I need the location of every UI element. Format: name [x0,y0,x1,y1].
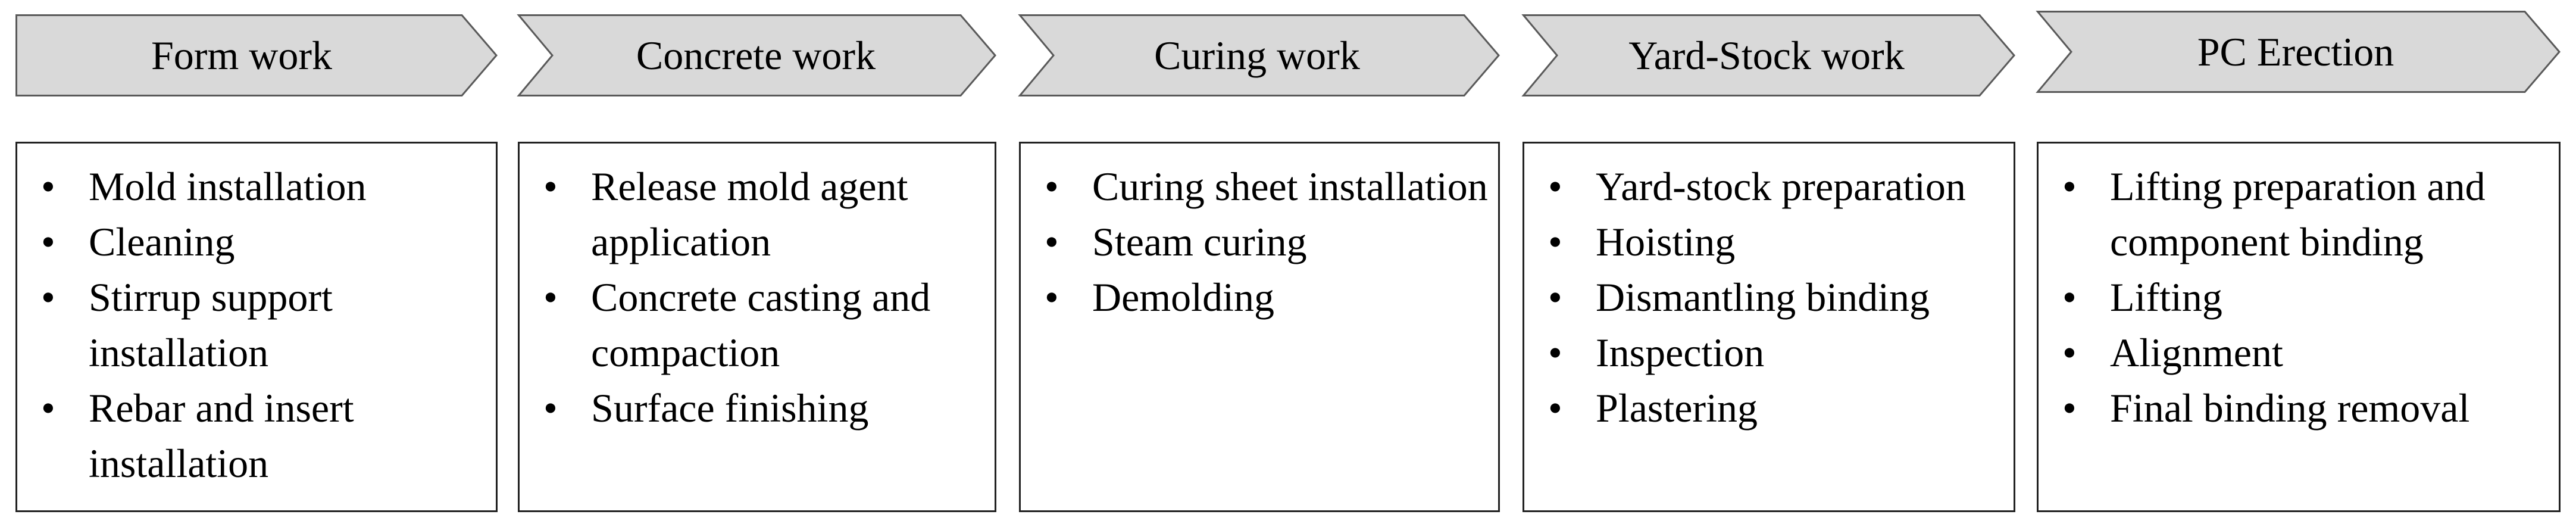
list-item: •Plastering [1524,381,2014,436]
bullet-icon: • [1548,164,1562,209]
task-list: •Mold installation •Cleaning •Stirrup su… [17,144,496,491]
stage-task-box: •Curing sheet installation •Steam curing… [1019,142,1500,512]
task-list: •Release mold agent application •Concret… [520,144,995,436]
bullet-icon: • [1548,385,1562,431]
bullet-icon: • [543,385,558,431]
bullet-icon: • [1045,219,1059,264]
list-item: •Inspection [1524,325,2014,381]
stage-yard-stock-work: Yard-Stock work •Yard-stock preparation … [1521,0,2015,530]
bullet-icon: • [543,164,558,209]
list-item: •Alignment [2039,325,2559,381]
list-item: •Final binding removal [2039,381,2559,436]
list-item: •Steam curing [1021,214,1498,270]
list-item: •Lifting [2039,270,2559,325]
stage-title: Form work [151,32,333,78]
list-item: •Hoisting [1524,214,2014,270]
stage-chevron [1521,14,2015,96]
stage-form-work: Form work •Mold installation •Cleaning •… [15,0,498,530]
list-item: •Mold installation [17,159,496,214]
bullet-icon: • [1045,275,1059,320]
list-item: •Demolding [1021,270,1498,325]
stage-title: PC Erection [2197,29,2394,74]
bullet-icon: • [41,385,55,431]
stage-task-box: •Yard-stock preparation •Hoisting •Disma… [1523,142,2015,512]
list-item: •Yard-stock preparation [1524,159,2014,214]
task-list: •Yard-stock preparation •Hoisting •Disma… [1524,144,2014,436]
bullet-icon: • [1045,164,1059,209]
stage-concrete-work: Concrete work •Release mold agent applic… [517,0,996,530]
list-item: •Surface finishing [520,381,995,436]
bullet-icon: • [2062,164,2077,209]
stage-title: Curing work [1154,32,1360,78]
bullet-icon: • [2062,330,2077,375]
list-item: •Lifting preparation and component bindi… [2039,159,2559,270]
bullet-icon: • [1548,275,1562,320]
list-item: •Concrete casting and compaction [520,270,995,381]
bullet-icon: • [2062,385,2077,431]
stage-title: Yard-Stock work [1628,32,1905,78]
stage-chevron [1018,14,1500,96]
task-list: •Lifting preparation and component bindi… [2039,144,2559,436]
list-item: •Rebar and insert installation [17,381,496,491]
stage-title: Concrete work [636,32,876,78]
bullet-icon: • [41,219,55,264]
list-item: •Dismantling binding [1524,270,2014,325]
stage-task-box: •Lifting preparation and component bindi… [2037,142,2561,512]
bullet-icon: • [1548,330,1562,375]
bullet-icon: • [1548,219,1562,264]
stage-task-box: •Mold installation •Cleaning •Stirrup su… [15,142,498,512]
stage-task-box: •Release mold agent application •Concret… [518,142,996,512]
stage-chevron [2036,11,2561,93]
stage-chevron [517,14,996,96]
bullet-icon: • [41,275,55,320]
list-item: •Cleaning [17,214,496,270]
stage-curing-work: Curing work •Curing sheet installation •… [1018,0,1500,530]
list-item: •Release mold agent application [520,159,995,270]
bullet-icon: • [2062,275,2077,320]
stage-chevron [15,14,498,96]
list-item: •Curing sheet installation [1021,159,1498,214]
list-item: •Stirrup support installation [17,270,496,381]
task-list: •Curing sheet installation •Steam curing… [1021,144,1498,325]
bullet-icon: • [543,275,558,320]
bullet-icon: • [41,164,55,209]
stage-pc-erection: PC Erection •Lifting preparation and com… [2036,0,2561,530]
